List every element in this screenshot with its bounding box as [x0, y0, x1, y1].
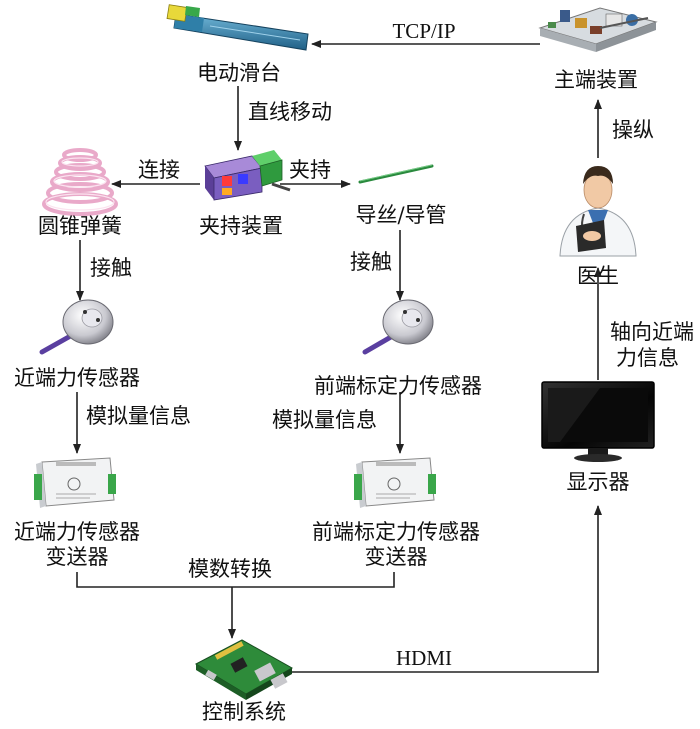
node-display: 显示器 — [566, 470, 630, 494]
near-force-sensor-image — [39, 299, 114, 355]
edge-hdmi-label: HDMI — [396, 646, 452, 670]
edge-hold-label: 夹持 — [289, 158, 331, 182]
node-clamp-device: 夹持装置 — [199, 214, 283, 238]
connector-lines — [73, 40, 602, 673]
main-device-image — [538, 7, 658, 52]
arrow-hdmi — [290, 505, 602, 673]
node-conical-spring: 圆锥弹簧 — [38, 214, 122, 238]
edge-analog-right-label: 模拟量信息 — [272, 408, 377, 432]
node-front-transmitter-line1: 前端标定力传感器 — [312, 520, 480, 544]
node-doctor: 医生 — [577, 264, 619, 288]
adc-bracket — [76, 572, 395, 588]
doctor-image — [559, 166, 637, 257]
edge-contact-left-label: 接触 — [90, 256, 132, 280]
node-near-transmitter-line2: 变送器 — [45, 545, 109, 569]
edge-axial-force-label-2: 力信息 — [616, 346, 679, 370]
node-control-system: 控制系统 — [202, 700, 286, 724]
edge-analog-left-label: 模拟量信息 — [86, 404, 191, 428]
node-front-transmitter-line2: 变送器 — [364, 545, 428, 569]
edge-connect-label: 连接 — [138, 158, 180, 182]
edge-linear-move-label: 直线移动 — [248, 100, 332, 124]
node-near-transmitter-line1: 近端力传感器 — [14, 520, 140, 544]
edge-manipulate-label: 操纵 — [612, 118, 654, 142]
near-transmitter-image — [34, 457, 116, 508]
edge-tcpip-label: TCP/IP — [392, 19, 456, 43]
node-near-force-sensor: 近端力传感器 — [14, 366, 140, 390]
front-force-sensor-image — [362, 299, 434, 355]
electric-slide-image — [166, 4, 309, 51]
clamp-device-image — [204, 150, 291, 201]
control-board-image — [194, 639, 294, 700]
edge-contact-right-label: 接触 — [350, 250, 392, 274]
edge-axial-force-label-1: 轴向近端 — [610, 320, 694, 344]
display-monitor-image — [541, 381, 655, 462]
edge-adc-label: 模数转换 — [188, 557, 272, 581]
node-main-device: 主端装置 — [554, 68, 638, 92]
node-electric-slide: 电动滑台 — [197, 61, 281, 85]
guidewire-image — [358, 164, 434, 184]
front-transmitter-image — [354, 457, 436, 508]
node-front-force-sensor: 前端标定力传感器 — [314, 374, 482, 398]
node-guidewire: 导丝/导管 — [355, 203, 447, 227]
